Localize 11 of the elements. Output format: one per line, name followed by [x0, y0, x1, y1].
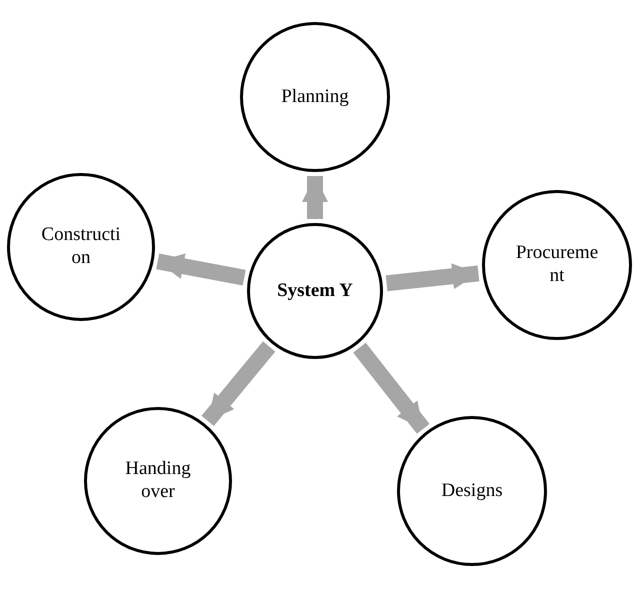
- node-label: Planning: [280, 86, 350, 108]
- arrow: [386, 263, 480, 292]
- node-label: Procureme nt: [514, 242, 600, 288]
- node-label: Designs: [440, 480, 504, 502]
- arrow: [202, 341, 276, 426]
- arrow: [302, 176, 328, 219]
- arrow: [353, 342, 430, 434]
- arrow: [156, 253, 246, 286]
- node-label: Handing over: [124, 458, 192, 504]
- node-label: System Y: [276, 280, 354, 302]
- node-label: Constructi on: [40, 224, 122, 270]
